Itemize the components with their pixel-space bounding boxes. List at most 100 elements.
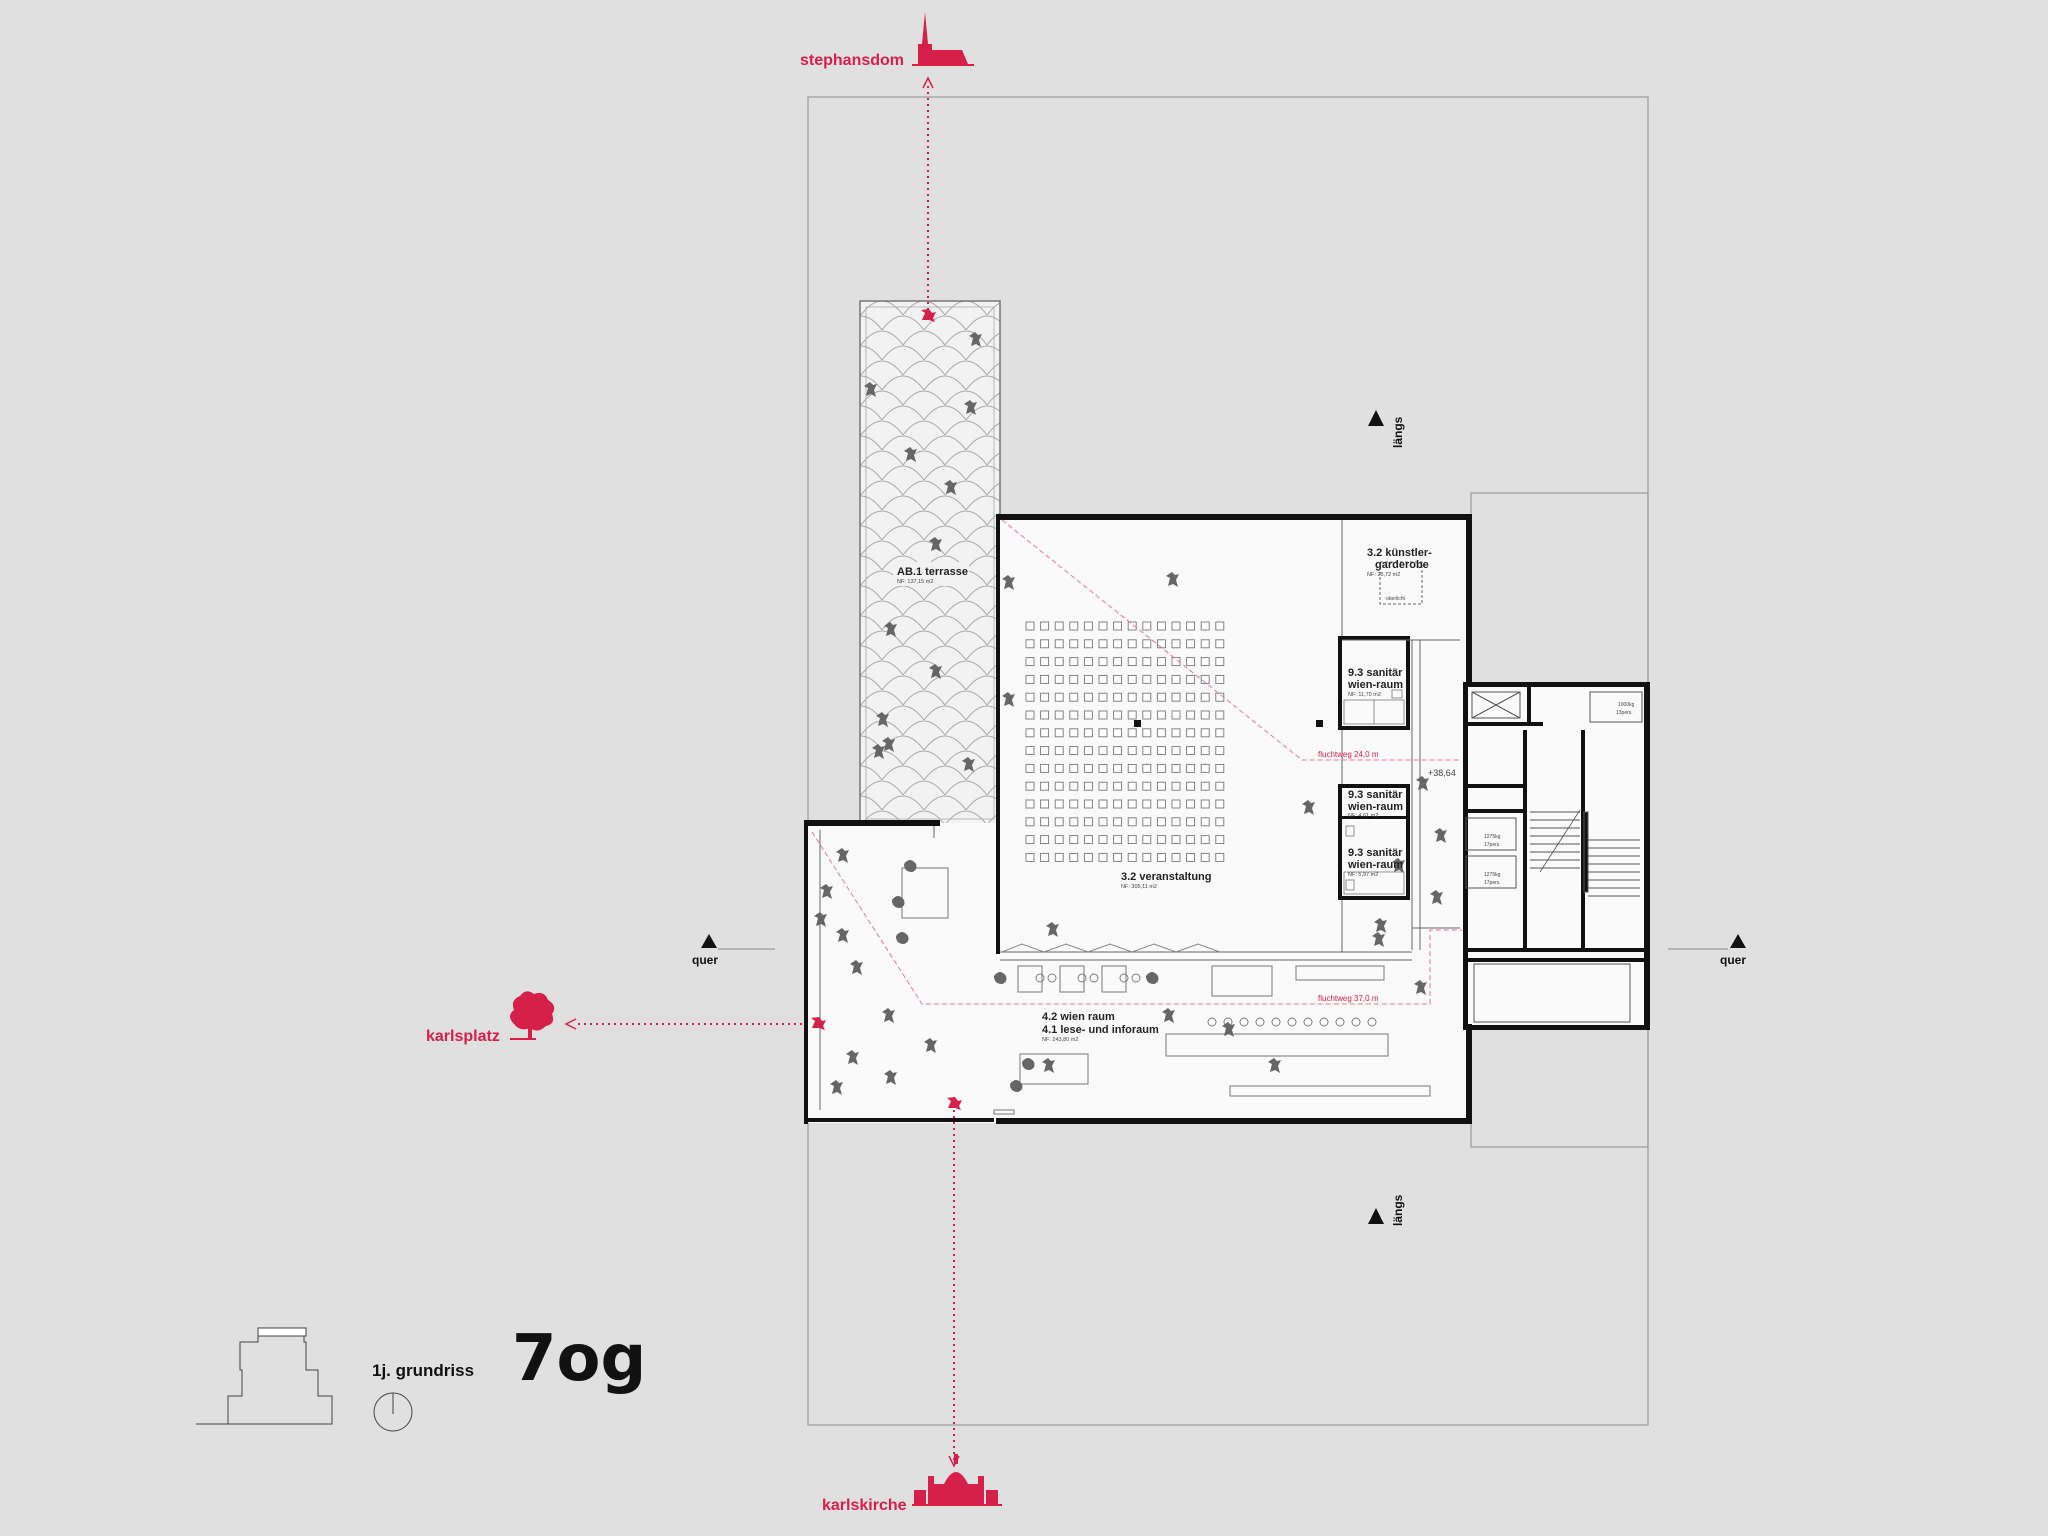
seat xyxy=(1083,674,1093,684)
seat xyxy=(1069,852,1079,862)
garderobe-label-2: garderobe xyxy=(1375,559,1429,571)
furniture xyxy=(892,860,1431,1115)
seat xyxy=(1054,692,1064,702)
seat xyxy=(1127,852,1137,862)
seat xyxy=(1069,799,1079,809)
sanitaer3-line2: wien-raum xyxy=(1347,859,1403,871)
section-markers xyxy=(701,410,1746,1224)
seat xyxy=(1054,835,1064,845)
seat xyxy=(1200,852,1210,862)
seat xyxy=(1083,835,1093,845)
seat xyxy=(1186,852,1196,862)
seat xyxy=(1127,728,1137,738)
seat xyxy=(1142,835,1152,845)
seat xyxy=(1200,674,1210,684)
seat xyxy=(1127,763,1137,773)
seat xyxy=(1127,657,1137,667)
elevator3-line2: 17pers. xyxy=(1484,880,1501,886)
seat xyxy=(1069,639,1079,649)
seat xyxy=(1156,728,1166,738)
seat xyxy=(1156,621,1166,631)
seat xyxy=(1098,835,1108,845)
seat xyxy=(1215,781,1225,791)
seat xyxy=(1215,835,1225,845)
seat xyxy=(1083,728,1093,738)
seat xyxy=(1127,835,1137,845)
seat xyxy=(1083,799,1093,809)
seat xyxy=(1200,835,1210,845)
seat xyxy=(1098,852,1108,862)
sight-lines xyxy=(574,84,955,1462)
seat xyxy=(1186,746,1196,756)
landmark-west: karlsplatz xyxy=(426,1028,500,1045)
seat xyxy=(1025,728,1035,738)
seat xyxy=(1171,657,1181,667)
sanitaer1-area: NF: 11,70 m2 xyxy=(1348,692,1381,698)
karlsplatz-tree-icon xyxy=(510,991,555,1040)
seat xyxy=(1040,835,1050,845)
seat xyxy=(1098,639,1108,649)
seat xyxy=(1113,799,1123,809)
seat xyxy=(1083,746,1093,756)
seat xyxy=(1025,852,1035,862)
columns xyxy=(1134,720,1323,727)
seat xyxy=(1113,835,1123,845)
seat xyxy=(1025,835,1035,845)
landmark-north: stephansdom xyxy=(800,52,904,69)
seat xyxy=(1040,674,1050,684)
seat xyxy=(1142,763,1152,773)
seat xyxy=(1142,852,1152,862)
seat xyxy=(1215,674,1225,684)
sanitaer2-area: NF: 4,61 m2 xyxy=(1348,813,1378,819)
seat xyxy=(1171,674,1181,684)
seat xyxy=(1156,657,1166,667)
seat xyxy=(1171,639,1181,649)
seat xyxy=(1098,692,1108,702)
seat xyxy=(1215,852,1225,862)
seat xyxy=(1113,746,1123,756)
seat xyxy=(1200,763,1210,773)
seat xyxy=(1127,674,1137,684)
seat xyxy=(1040,763,1050,773)
seat xyxy=(1200,710,1210,720)
seat xyxy=(1083,621,1093,631)
seat xyxy=(1156,799,1166,809)
seat xyxy=(1215,763,1225,773)
seat xyxy=(1054,799,1064,809)
seat xyxy=(1040,728,1050,738)
seat xyxy=(1186,763,1196,773)
seat xyxy=(1156,639,1166,649)
sanitaer1-line1: 9.3 sanitär xyxy=(1348,667,1403,679)
karlskirche-icon xyxy=(912,1454,1002,1506)
plan-subtitle: 1j. grundriss xyxy=(372,1361,474,1380)
seat xyxy=(1083,657,1093,667)
seat xyxy=(1215,657,1225,667)
seat xyxy=(1098,763,1108,773)
seat xyxy=(1142,746,1152,756)
north-arrow-icon xyxy=(373,1392,413,1432)
escape-route-lines xyxy=(811,519,1462,1005)
seat xyxy=(1083,692,1093,702)
seat xyxy=(1156,674,1166,684)
seat xyxy=(1040,657,1050,667)
seat xyxy=(1156,781,1166,791)
seat xyxy=(1186,817,1196,827)
seat xyxy=(1127,710,1137,720)
seat xyxy=(1054,710,1064,720)
section-quer-left: quer xyxy=(692,953,718,967)
seat xyxy=(1113,781,1123,791)
seat xyxy=(1186,835,1196,845)
seat xyxy=(1113,728,1123,738)
seat xyxy=(1069,710,1079,720)
seat xyxy=(1186,639,1196,649)
oberlicht-label: oberlicht xyxy=(1386,596,1406,602)
seat xyxy=(1054,817,1064,827)
seat xyxy=(1113,621,1123,631)
seat xyxy=(1200,781,1210,791)
seat xyxy=(1127,817,1137,827)
seat xyxy=(1040,781,1050,791)
elevator1-line1: 1000kg xyxy=(1618,702,1635,708)
seat xyxy=(1113,692,1123,702)
elevator3-line1: 1275kg xyxy=(1484,872,1501,878)
seat xyxy=(1040,710,1050,720)
